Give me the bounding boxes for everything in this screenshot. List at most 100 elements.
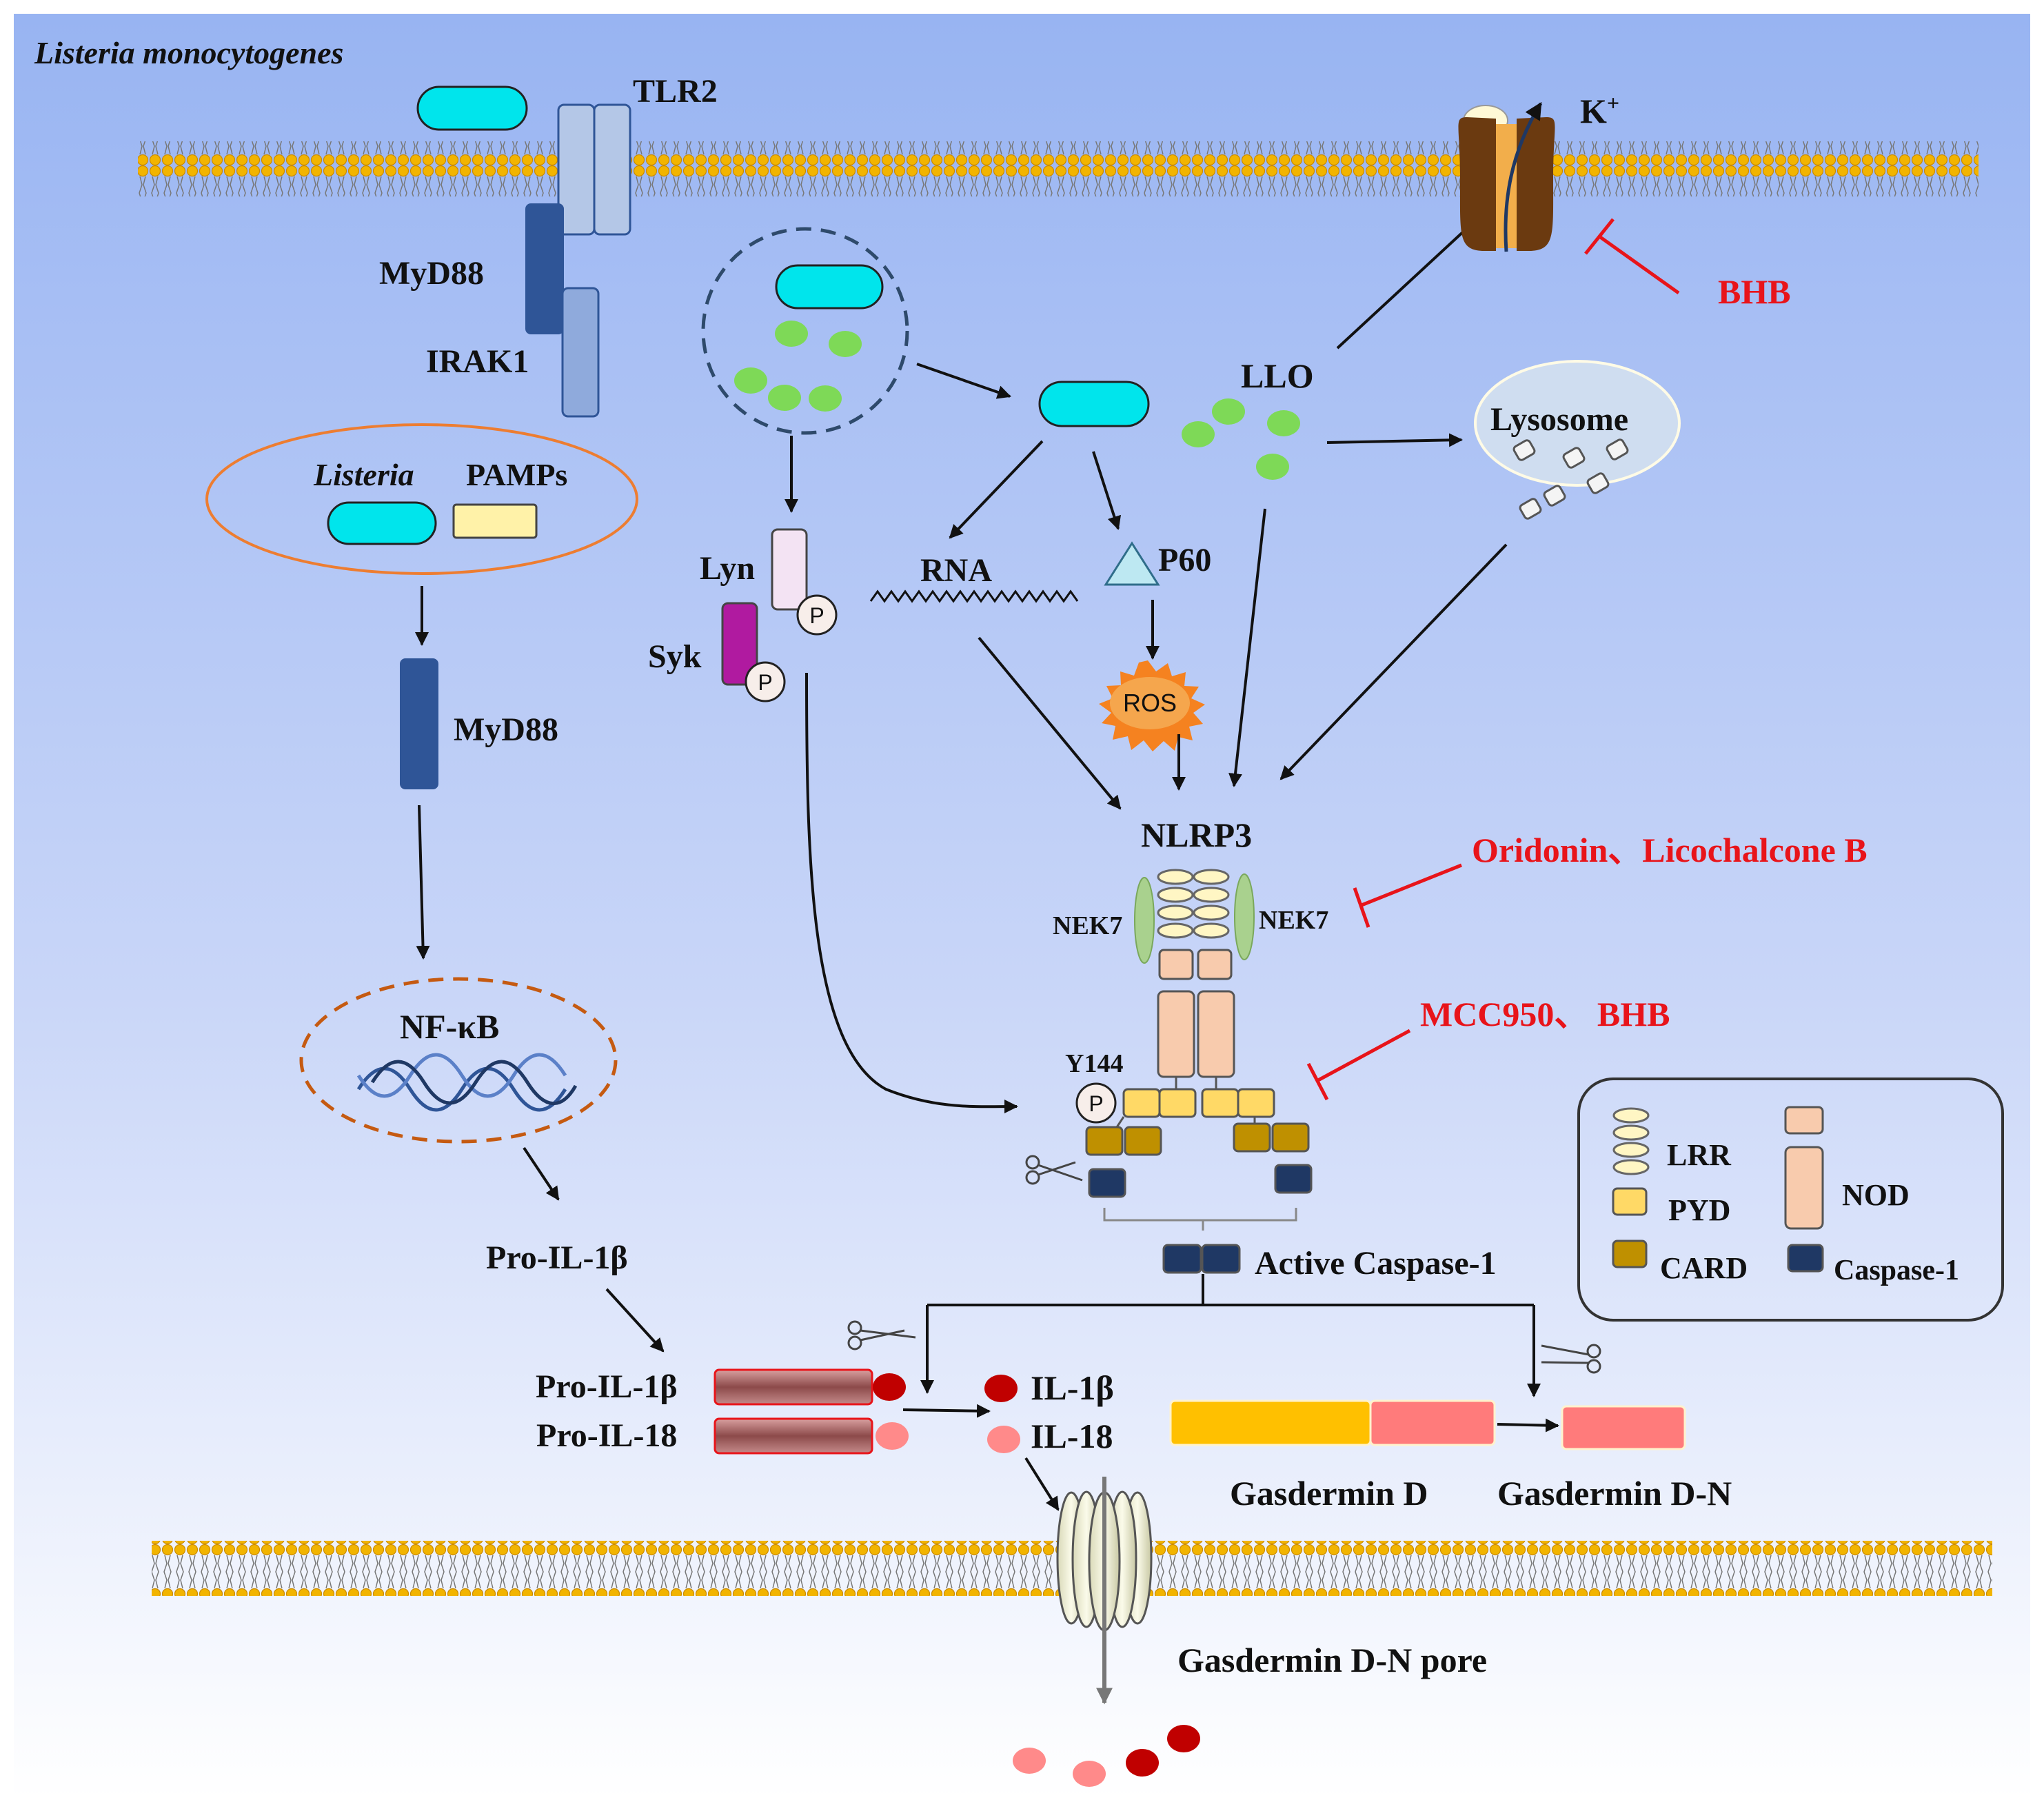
background-panel — [14, 14, 2030, 1799]
arrow-rna-to-nlrp3 — [978, 636, 1122, 810]
card-domains — [1085, 1122, 1310, 1156]
syk-label: Syk — [648, 638, 702, 675]
scissors-cytokine-icon — [847, 1320, 916, 1350]
nek7-left-icon — [1134, 877, 1155, 964]
il18-label: IL-18 — [1031, 1417, 1113, 1455]
lyn-label: Lyn — [700, 550, 755, 587]
legend-label-caspase: Caspase-1 — [1834, 1255, 1959, 1286]
llo-label: LLO — [1241, 356, 1314, 395]
nfkb-nucleus-ellipse — [299, 977, 618, 1144]
pro-il1b-dot — [873, 1373, 906, 1401]
y144-phospho-label: P — [1089, 1091, 1103, 1116]
irak1-kinase — [561, 287, 600, 418]
listeria-label: Listeria — [313, 457, 414, 492]
nod-domains — [1157, 949, 1235, 1078]
arrow-phagosome-to-bacterium — [916, 363, 1011, 399]
cytosolic-bacterium-icon — [1038, 381, 1150, 427]
arrow-cytokines-to-pore — [1024, 1457, 1060, 1511]
procaspase-domains — [1088, 1164, 1313, 1198]
bhb-top-label: BHB — [1718, 272, 1791, 311]
pro-il1b-bar — [714, 1368, 873, 1406]
rna-strand-icon — [869, 589, 1079, 603]
domain-legend — [1577, 1078, 2004, 1322]
legend-label-lrr: LRR — [1667, 1138, 1732, 1172]
organism-label: Listeria monocytogenes — [34, 35, 343, 70]
il18-dot — [987, 1426, 1020, 1453]
phagosome-vacuole — [701, 227, 909, 435]
inhibitor-mcc950-label: MCC950、 BHB — [1420, 995, 1670, 1033]
il1b-dot — [984, 1375, 1018, 1402]
y144-phospho-icon — [1075, 1082, 1117, 1124]
dna-helix-icon — [356, 1053, 578, 1112]
arrow-lysosome-to-nlrp3 — [1279, 543, 1508, 780]
gasdermin-pore-label: Gasdermin D-N pore — [1177, 1641, 1487, 1679]
y144-label: Y144 — [1065, 1049, 1123, 1078]
lysosome-cathepsin-particles — [1512, 438, 1629, 520]
gasdermin-dn-label: Gasdermin D-N — [1497, 1474, 1732, 1512]
pro-il1b-label: Pro-IL-1β — [536, 1368, 678, 1405]
scissors-gasdermin-icon — [1541, 1344, 1601, 1374]
lyn-phospho-label: P — [809, 603, 824, 628]
k-plus-label: K+ — [1580, 90, 1619, 130]
active-caspase-dimer — [1162, 1244, 1241, 1274]
pro-il18-bar — [714, 1417, 873, 1455]
nek7-right-icon — [1234, 873, 1255, 960]
scissors-icon — [1025, 1155, 1083, 1185]
nlrp3-label: NLRP3 — [1141, 816, 1252, 854]
oridonin-inhibition-marker — [1353, 863, 1462, 928]
syk-kinase — [721, 602, 758, 686]
lrr-domain-stack — [1157, 869, 1230, 939]
myd88-adaptor — [525, 203, 564, 334]
gasdermin-d-label: Gasdermin D — [1230, 1474, 1428, 1512]
caspase-cleavage-branches — [927, 1274, 1534, 1306]
arrow-bacterium-to-p60 — [1092, 451, 1122, 530]
myd88-mid-adaptor — [400, 658, 438, 789]
gasdermin-d-n-fragment — [1561, 1405, 1686, 1450]
arrow-gasdermin-cleavage — [1497, 1418, 1559, 1433]
p60-label: P60 — [1158, 542, 1211, 578]
nfkb-label: NF-κB — [400, 1007, 499, 1046]
arrow-llo-to-k-channel — [1336, 219, 1477, 350]
arrow-syk-to-nlrp3 — [805, 672, 1018, 1114]
legend-label-nod: NOD — [1842, 1178, 1910, 1212]
arrow-bacterium-to-rna — [949, 440, 1044, 539]
arrow-llo-to-nlrp3 — [1228, 508, 1266, 787]
lyn-kinase — [771, 528, 808, 611]
arrow-pro-to-mature — [902, 1404, 991, 1418]
tlr2-receptor — [557, 103, 631, 236]
nek7-left-label: NEK7 — [1053, 911, 1122, 940]
released-cytokines — [1013, 1725, 1200, 1787]
mcc950-inhibition-marker — [1306, 1029, 1411, 1101]
caspase-bracket — [1103, 1208, 1297, 1231]
top-cell-membrane — [138, 141, 1979, 196]
gasdermin-d-n-terminal-part — [1169, 1399, 1372, 1446]
lysosome-label: Lysosome — [1490, 401, 1628, 438]
gasdermin-d-c-terminal-part — [1369, 1399, 1496, 1446]
nek7-right-label: NEK7 — [1259, 906, 1328, 935]
myd88-mid-label: MyD88 — [454, 711, 558, 748]
ros-burst-icon — [1099, 660, 1205, 751]
lyn-phospho-icon — [796, 594, 838, 636]
arrow-pro-il1b-to-bars — [605, 1288, 665, 1353]
inhibitor-oridonin-label: Oridonin、Licochalcone B — [1472, 831, 1868, 869]
phagosome-llo-particles — [734, 321, 862, 412]
pamps-label: PAMPs — [466, 457, 567, 492]
syk-phospho-icon — [745, 661, 786, 702]
arrow-myd88-to-nfkb — [416, 805, 430, 960]
pyd-domains — [1122, 1088, 1275, 1118]
ros-label: ROS — [1123, 689, 1177, 717]
legend-label-pyd: PYD — [1668, 1193, 1730, 1227]
syk-phospho-label: P — [758, 670, 772, 695]
il1b-label: IL-1β — [1031, 1368, 1114, 1407]
arrow-nfkb-to-pro-il1b — [523, 1146, 560, 1201]
potassium-channel — [1458, 101, 1555, 252]
legend-label-card: CARD — [1660, 1251, 1748, 1285]
pro-il18-label: Pro-IL-18 — [536, 1417, 677, 1454]
arrow-llo-to-lysosome — [1326, 433, 1463, 447]
card-link-left — [1115, 1116, 1125, 1128]
rna-label: RNA — [920, 552, 992, 589]
llo-particles — [1182, 398, 1300, 480]
bhb-inhibition-marker — [1584, 218, 1680, 295]
pamps-icon — [452, 503, 538, 539]
